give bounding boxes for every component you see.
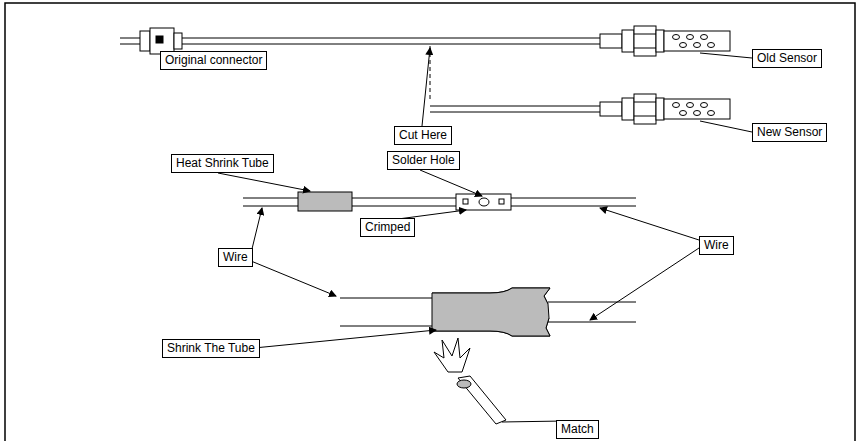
label-text: Old Sensor xyxy=(757,51,817,65)
callout-label: Original connector xyxy=(160,51,267,70)
label-text: Heat Shrink Tube xyxy=(176,156,269,170)
callout-label: Heat Shrink Tube xyxy=(171,154,274,173)
callout-label: New Sensor xyxy=(752,123,827,142)
label-text: Crimped xyxy=(365,220,410,234)
callout-label: Old Sensor xyxy=(752,49,822,68)
callout-label: Wire xyxy=(699,236,734,255)
label-text: New Sensor xyxy=(757,125,822,139)
label-text: Wire xyxy=(704,238,729,252)
label-text: Original connector xyxy=(165,53,262,67)
callout-label: Solder Hole xyxy=(387,151,460,170)
callout-label: Match xyxy=(556,420,599,439)
callout-label: Shrink The Tube xyxy=(162,339,260,358)
label-text: Wire xyxy=(223,250,248,264)
callout-label: Wire xyxy=(218,248,253,267)
label-text: Match xyxy=(561,422,594,436)
callout-label: Crimped xyxy=(360,218,415,237)
label-text: Cut Here xyxy=(399,128,447,142)
callout-label: Cut Here xyxy=(394,126,452,145)
label-text: Shrink The Tube xyxy=(167,341,255,355)
label-text: Solder Hole xyxy=(392,153,455,167)
